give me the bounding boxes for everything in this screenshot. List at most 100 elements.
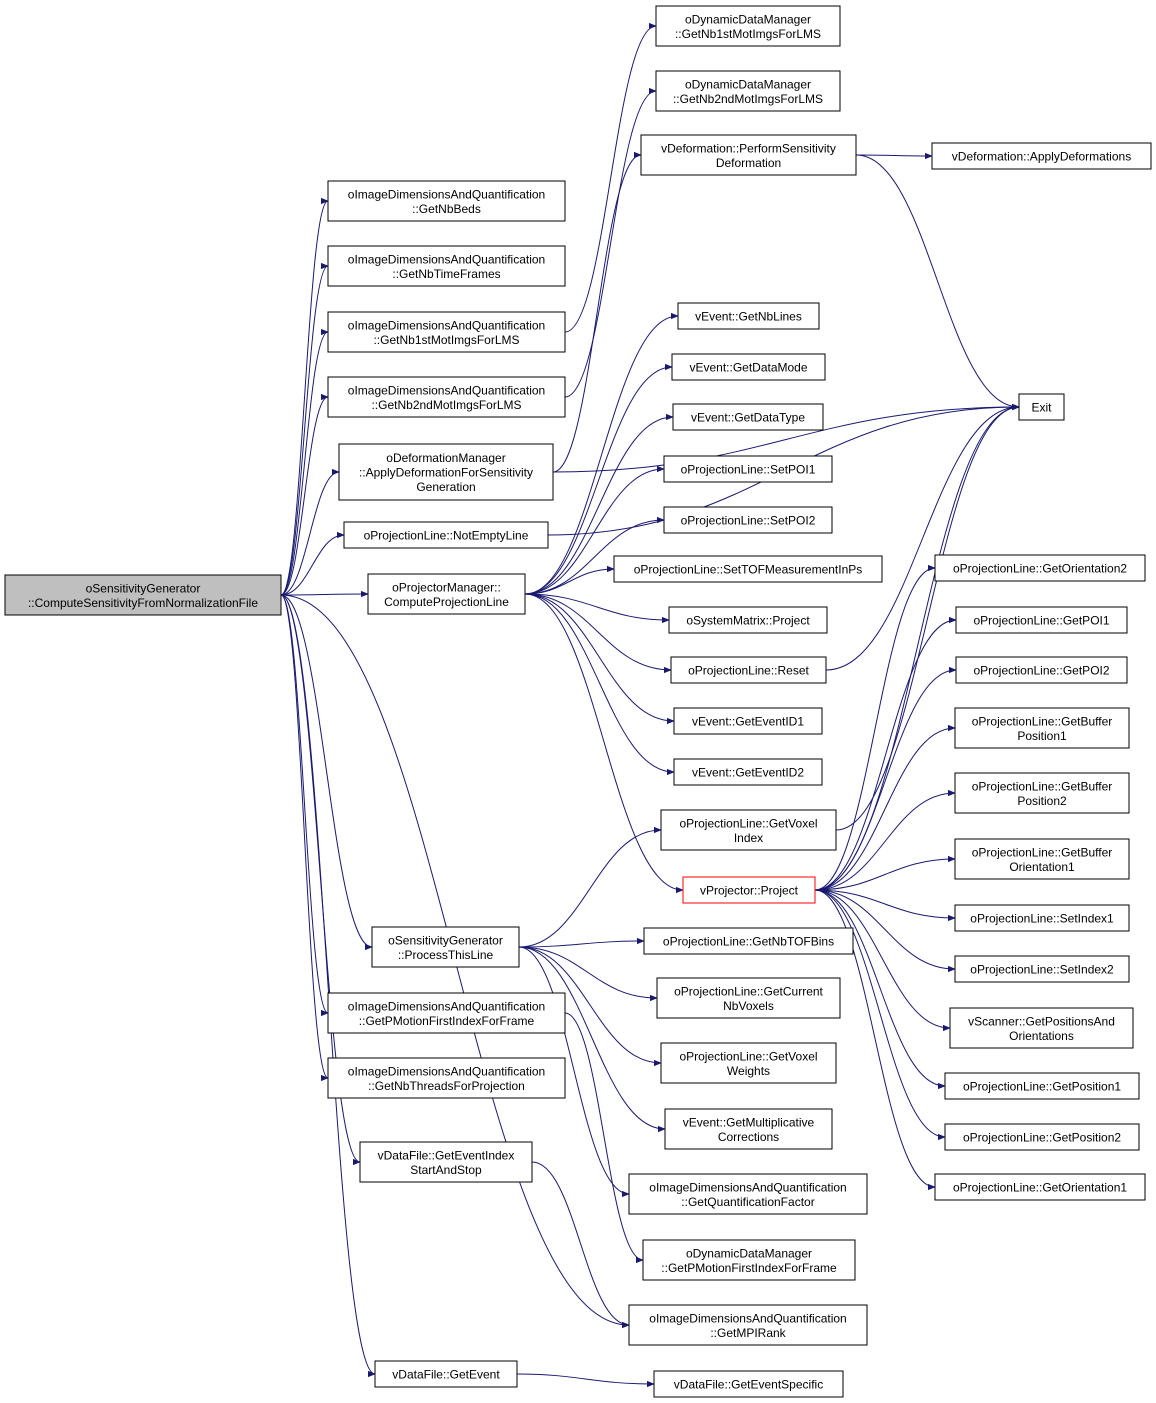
node-label-line: Deformation xyxy=(716,156,781,170)
node-nbtofbins[interactable]: oProjectionLine::GetNbTOFBins xyxy=(643,927,854,955)
node-label-line: vScanner::GetPositionsAnd xyxy=(968,1014,1115,1028)
node-getpos2[interactable]: oProjectionLine::GetPosition2 xyxy=(944,1123,1140,1151)
node-label-line: vProjector::Project xyxy=(700,884,799,898)
node-label-line: vEvent::GetEventID1 xyxy=(692,715,804,729)
node-ddm-nb1st[interactable]: oDynamicDataManager::GetNb1stMotImgsForL… xyxy=(655,5,841,47)
node-applydef[interactable]: vDeformation::ApplyDeformations xyxy=(931,142,1152,170)
node-pmotion-ddm[interactable]: oDynamicDataManager::GetPMotionFirstInde… xyxy=(642,1239,856,1281)
edge-projmgr-to-reset xyxy=(524,593,672,674)
node-nbthreads[interactable]: oImageDimensionsAndQuantification::GetNb… xyxy=(327,1057,566,1099)
edge-path xyxy=(280,328,329,596)
node-getpoi2[interactable]: oProjectionLine::GetPOI2 xyxy=(955,656,1128,684)
edge-projmgr-to-getnblines xyxy=(524,312,679,595)
node-idq-nb1st[interactable]: oImageDimensionsAndQuantification::GetNb… xyxy=(327,311,566,353)
node-getnblines[interactable]: vEvent::GetNbLines xyxy=(677,302,820,330)
node-box xyxy=(655,70,841,112)
node-perfsens[interactable]: vDeformation::PerformSensitivityDeformat… xyxy=(640,134,857,176)
node-label-line: oProjectionLine::GetPOI2 xyxy=(973,664,1109,678)
node-eventid1[interactable]: vEvent::GetEventID1 xyxy=(673,707,823,735)
node-getnbbeds[interactable]: oImageDimensionsAndQuantification::GetNb… xyxy=(327,180,566,222)
node-quantfactor[interactable]: oImageDimensionsAndQuantification::GetQu… xyxy=(628,1173,868,1215)
node-getdatatype[interactable]: vEvent::GetDataType xyxy=(672,403,824,431)
node-idq-nb2nd[interactable]: oImageDimensionsAndQuantification::GetNb… xyxy=(327,376,566,418)
edge-path xyxy=(280,262,329,596)
node-pmotion-idq[interactable]: oImageDimensionsAndQuantification::GetPM… xyxy=(327,992,566,1034)
node-box xyxy=(949,1007,1134,1049)
node-vproject[interactable]: vProjector::Project xyxy=(682,876,816,904)
edge-path xyxy=(518,946,666,1133)
node-getpos1[interactable]: oProjectionLine::GetPosition1 xyxy=(944,1072,1140,1100)
node-defmgr[interactable]: oDeformationManager::ApplyDeformationFor… xyxy=(338,443,554,501)
node-getnbtimeframes[interactable]: oImageDimensionsAndQuantification::GetNb… xyxy=(327,245,566,287)
node-setpoi1[interactable]: oProjectionLine::SetPOI1 xyxy=(663,455,833,483)
node-ddm-nb2nd[interactable]: oDynamicDataManager::GetNb2ndMotImgsForL… xyxy=(655,70,841,112)
edge-vproject-to-bufpos1 xyxy=(814,724,956,891)
node-label-line: ::GetMPIRank xyxy=(710,1326,786,1340)
edge-projmgr-to-sysproject xyxy=(524,593,670,624)
edge-vproject-to-buforient1 xyxy=(814,855,956,891)
edge-path xyxy=(855,152,933,160)
node-label-line: oProjectionLine::GetNbTOFBins xyxy=(663,935,834,949)
node-box xyxy=(359,1141,533,1183)
edge-vproject-to-getpos1 xyxy=(814,889,946,1090)
edge-path xyxy=(524,565,615,595)
node-getevent[interactable]: vDataFile::GetEvent xyxy=(374,1360,518,1388)
node-setindex1[interactable]: oProjectionLine::SetIndex1 xyxy=(954,904,1130,932)
node-getpoi1[interactable]: oProjectionLine::GetPOI1 xyxy=(955,606,1128,634)
edge-path xyxy=(518,937,645,948)
edge-vproject-to-getorient1 xyxy=(814,889,936,1191)
edge-vproject-to-bufpos2 xyxy=(814,789,956,891)
node-processline[interactable]: oSensitivityGenerator::ProcessThisLine xyxy=(371,926,520,968)
node-reset[interactable]: oProjectionLine::Reset xyxy=(670,656,827,684)
node-label-line: ::GetNb2ndMotImgsForLMS xyxy=(673,92,823,106)
node-label-line: vEvent::GetEventID2 xyxy=(692,766,804,780)
node-eventid2[interactable]: vEvent::GetEventID2 xyxy=(673,758,823,786)
edge-voxelindex-to-exit xyxy=(835,403,1020,831)
node-label-line: oImageDimensionsAndQuantification xyxy=(348,252,545,266)
node-projmgr[interactable]: oProjectorManager::ComputeProjectionLine xyxy=(367,573,526,615)
node-box xyxy=(653,1370,844,1398)
edge-root-to-getnbbeds xyxy=(280,197,329,596)
node-sysproject[interactable]: oSystemMatrix::Project xyxy=(668,606,828,634)
node-eventspecific[interactable]: vDataFile::GetEventSpecific xyxy=(653,1370,844,1398)
node-label-line: ComputeProjectionLine xyxy=(384,595,509,609)
node-mpirank[interactable]: oImageDimensionsAndQuantification::GetMP… xyxy=(628,1304,868,1346)
node-getorient2[interactable]: oProjectionLine::GetOrientation2 xyxy=(934,554,1146,582)
node-box xyxy=(367,573,526,615)
node-box xyxy=(673,707,823,735)
node-box xyxy=(327,376,566,418)
node-box xyxy=(374,1360,518,1388)
edge-processline-to-voxelindex xyxy=(518,826,662,948)
edge-root-to-getnbtimeframes xyxy=(280,262,329,596)
edge-projmgr-to-settof xyxy=(524,565,615,595)
node-settof[interactable]: oProjectionLine::SetTOFMeasurementInPs xyxy=(613,555,883,583)
node-getdatamode[interactable]: vEvent::GetDataMode xyxy=(671,353,826,381)
node-root[interactable]: oSensitivityGenerator::ComputeSensitivit… xyxy=(4,574,282,616)
node-setindex2[interactable]: oProjectionLine::SetIndex2 xyxy=(954,955,1130,983)
node-label-line: oImageDimensionsAndQuantification xyxy=(348,187,545,201)
node-label-line: oImageDimensionsAndQuantification xyxy=(348,999,545,1013)
edge-path xyxy=(280,197,329,596)
node-label-line: oSensitivityGenerator xyxy=(388,933,503,947)
node-box xyxy=(671,353,826,381)
node-setpoi2[interactable]: oProjectionLine::SetPOI2 xyxy=(663,506,833,534)
node-notempty[interactable]: oProjectionLine::NotEmptyLine xyxy=(343,521,549,549)
node-exit[interactable]: Exit xyxy=(1018,393,1065,421)
node-label-line: Weights xyxy=(727,1064,770,1078)
node-getorient1[interactable]: oProjectionLine::GetOrientation1 xyxy=(934,1173,1146,1201)
edge-idq_nb1st-to-ddm_nb1st xyxy=(564,22,657,333)
node-label-line: oSystemMatrix::Project xyxy=(686,614,810,628)
node-label-line: ::GetPMotionFirstIndexForFrame xyxy=(661,1261,837,1275)
node-label-line: Orientations xyxy=(1009,1029,1074,1043)
edge-path xyxy=(524,593,684,894)
